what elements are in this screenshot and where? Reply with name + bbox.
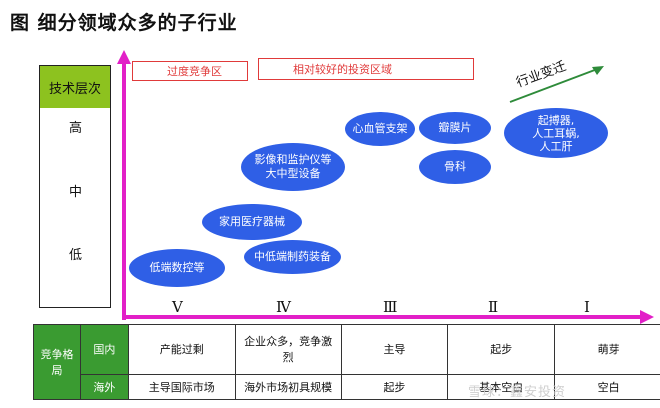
table-label-domestic: 国内 — [79, 324, 129, 375]
table-cell: 产能过剩 — [127, 324, 236, 375]
table-label-overseas: 海外 — [79, 373, 129, 400]
table-cell: 萌芽 — [554, 324, 660, 375]
bubble-valve-label: 瓣膜片 — [438, 121, 472, 134]
overcompetition-zone-label: 过度竞争区 — [167, 65, 222, 78]
table-row-domestic: 竞争格局 国内 产能过剩 企业众多，竞争激烈 主导 起步 萌芽 — [33, 324, 660, 400]
trend-arrow-icon — [509, 66, 604, 103]
table-cell: 主导 — [340, 324, 449, 375]
table-cell: 海外市场初具规模 — [234, 373, 342, 400]
bubble-orthopedics: 骨科 — [419, 150, 491, 184]
table-cell: 企业众多，竞争激烈 — [234, 324, 342, 375]
investment-zone-label: 相对较好的投资区域 — [293, 63, 392, 76]
vertical-axis-arrow-icon — [117, 50, 131, 64]
bubble-imaging-line2: 大中型设备 — [265, 167, 321, 180]
bubble-mid-low-pharma: 中低端制药装备 — [244, 240, 341, 274]
bubble-orthopedics-label: 骨科 — [444, 160, 466, 173]
bubble-low-end-cnc-label: 低端数控等 — [149, 261, 205, 274]
stage-4-label: Ⅳ — [276, 298, 291, 316]
bubble-implants: 起搏器, 人工耳蜗, 人工肝 — [504, 108, 608, 158]
table-cell: 起步 — [447, 324, 556, 375]
bubble-implants-line3: 人工肝 — [539, 139, 573, 153]
bubble-home-medical-label: 家用医疗器械 — [219, 215, 285, 228]
table-rowhead-competition: 竞争格局 — [33, 324, 81, 400]
table-cell: 基本空白 — [447, 373, 556, 400]
bubble-valve: 瓣膜片 — [419, 112, 491, 144]
bubble-implants-line2: 人工耳蜗, — [532, 126, 580, 140]
investment-zone: 相对较好的投资区域 — [258, 58, 474, 80]
table-row-overseas: 海外 主导国际市场 海外市场初具规模 起步 基本空白 空白 — [34, 373, 660, 400]
bubble-imaging: 影像和监护仪等 大中型设备 — [241, 143, 345, 191]
bubble-low-end-cnc: 低端数控等 — [129, 249, 225, 287]
tech-level-column — [39, 65, 111, 308]
stage-1-label: Ⅰ — [584, 298, 590, 316]
bubble-imaging-line1: 影像和监护仪等 — [254, 153, 332, 166]
tech-level-low: 低 — [69, 248, 83, 263]
stage-2-label: Ⅱ — [488, 298, 499, 316]
bubble-implants-line1: 起搏器, — [537, 113, 575, 127]
horizontal-axis-arrow-icon — [640, 310, 654, 324]
tech-level-header: 技术层次 — [40, 66, 110, 108]
stage-3-label: Ⅲ — [383, 298, 398, 316]
bubble-cardio-stent: 心血管支架 — [345, 112, 415, 146]
tech-level-high: 高 — [69, 121, 83, 136]
bubble-home-medical: 家用医疗器械 — [202, 204, 302, 240]
watermark: 雪球：鑫安投资 — [468, 385, 567, 400]
competition-table: 竞争格局 国内 产能过剩 企业众多，竞争激烈 主导 起步 萌芽 海外 主导国际市… — [33, 324, 660, 400]
bubble-cardio-stent-label: 心血管支架 — [352, 122, 408, 135]
bubble-mid-low-pharma-label: 中低端制药装备 — [254, 250, 331, 263]
table-cell: 起步 — [340, 373, 449, 400]
vertical-axis — [122, 62, 126, 320]
figure-title: 图 细分领域众多的子行业 — [10, 12, 238, 34]
table-cell: 主导国际市场 — [127, 373, 236, 400]
overcompetition-zone: 过度竞争区 — [132, 61, 248, 81]
table-cell: 空白 — [554, 373, 660, 400]
stage-5-label: Ⅴ — [172, 298, 183, 316]
horizontal-axis — [122, 315, 642, 319]
tech-level-mid: 中 — [69, 185, 83, 200]
